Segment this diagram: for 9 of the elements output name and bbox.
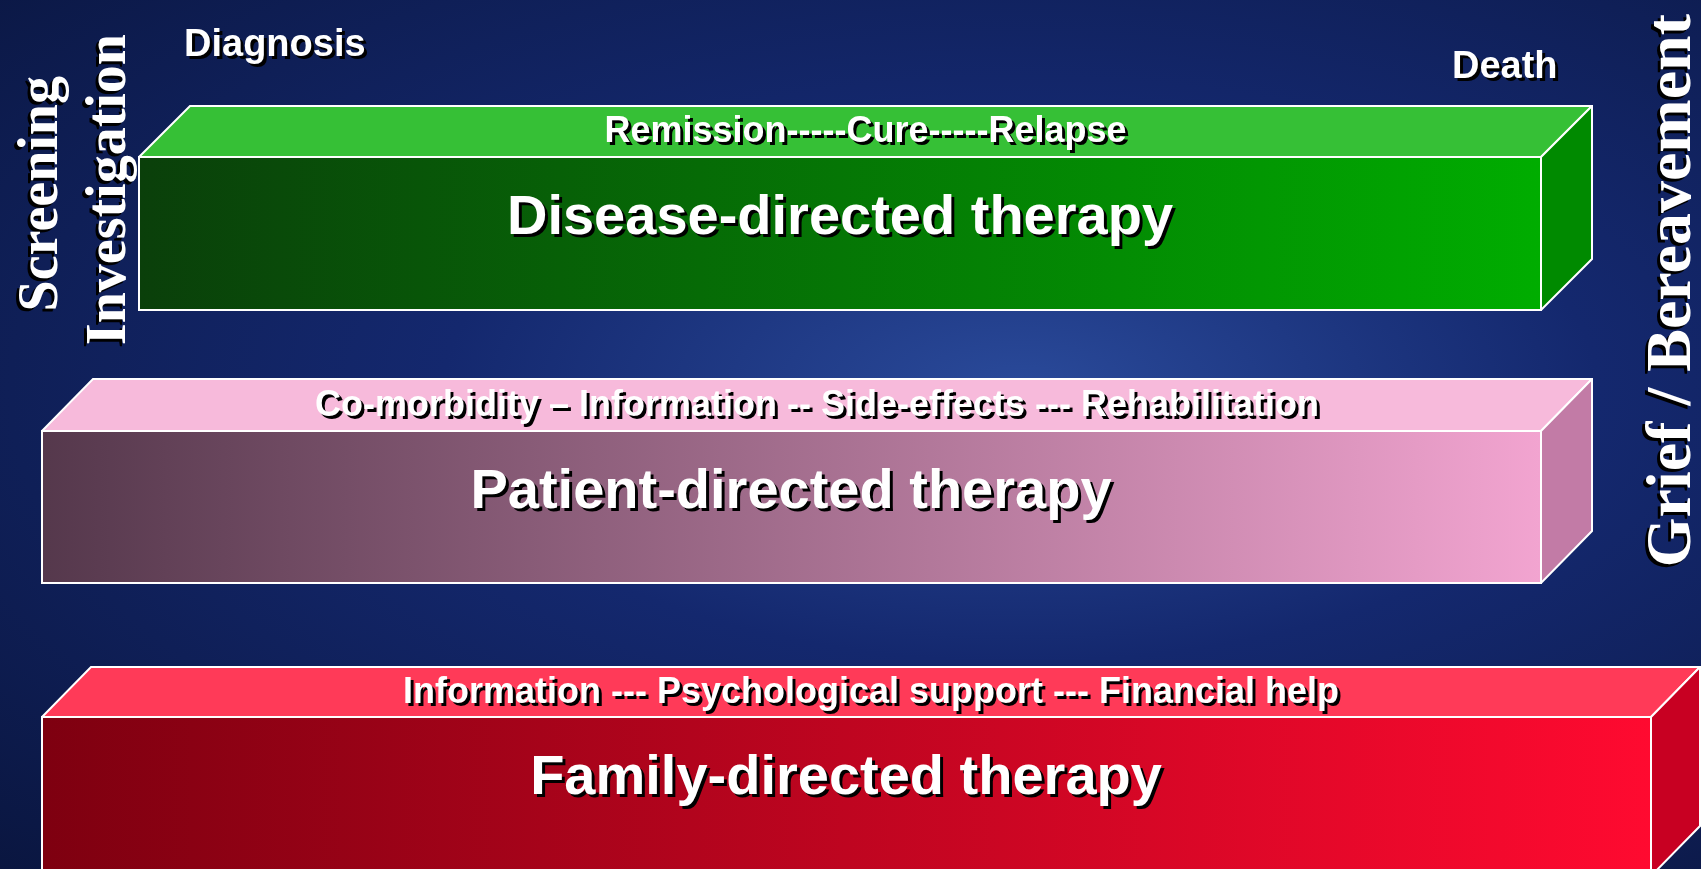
bar-title: Patient-directed therapy — [470, 456, 1112, 521]
bar-top-label: Information --- Psychological support --- Financial help — [403, 670, 1339, 712]
bar-top-label: Remission-----Cure-----Relapse — [604, 109, 1127, 151]
phase-label: Death — [1452, 44, 1558, 87]
phase-label: Diagnosis — [184, 22, 366, 65]
phase-label: Grief / Bereavement — [1637, 14, 1701, 568]
bar-top-label: Co-morbidity – Information -- Side-effects --- Rehabilitation — [315, 383, 1319, 425]
bar-title: Family-directed therapy — [530, 742, 1162, 807]
bar-title: Disease-directed therapy — [506, 182, 1174, 247]
